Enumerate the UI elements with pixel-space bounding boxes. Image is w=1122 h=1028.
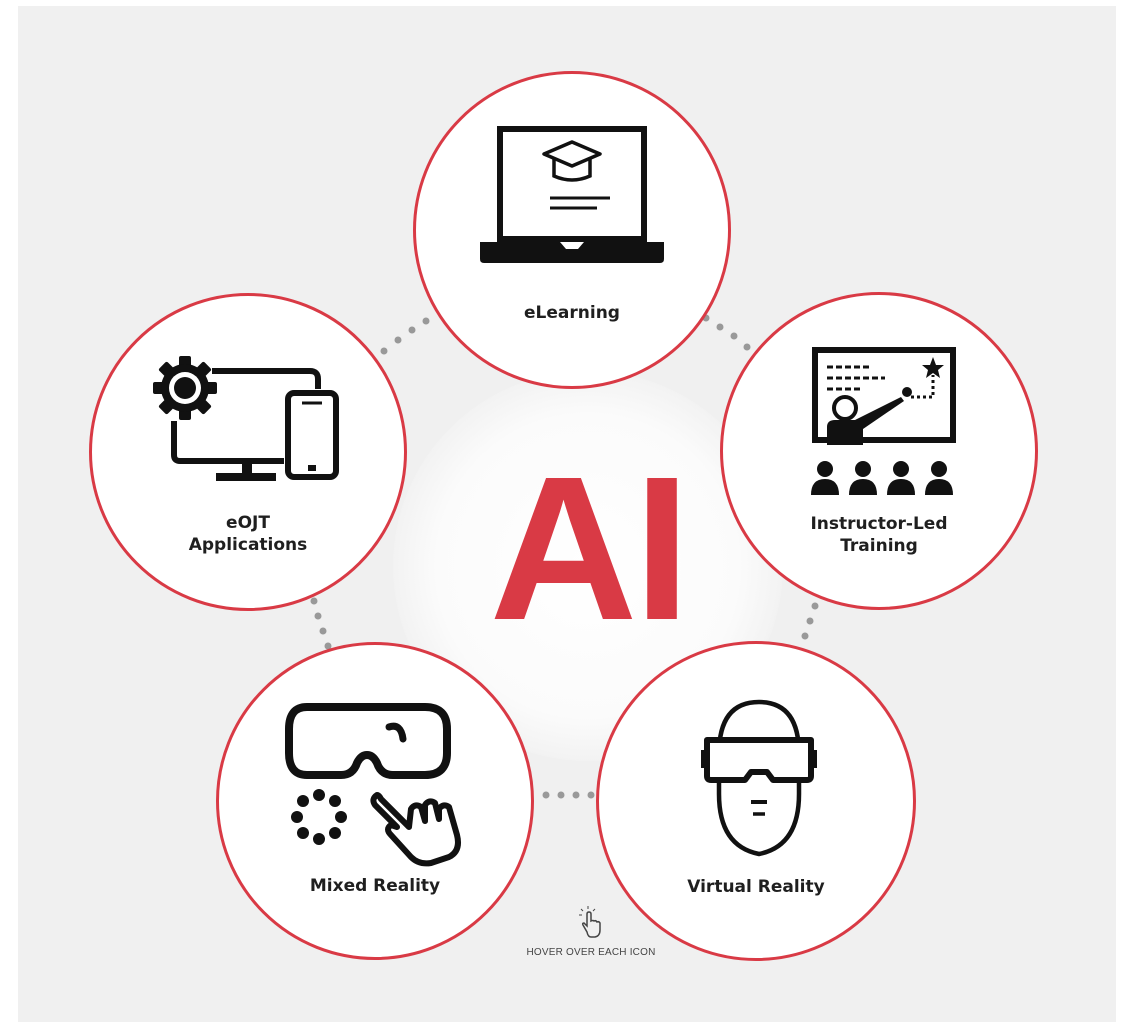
node-instructor-led-training[interactable]: Instructor-Led Training: [720, 292, 1038, 610]
hover-hint: HOVER OVER EACH ICON: [466, 906, 716, 958]
node-label: eLearning: [524, 303, 620, 323]
node-elearning[interactable]: eLearning: [413, 71, 731, 389]
node-eojt-applications[interactable]: eOJT Applications: [89, 293, 407, 611]
node-label: Instructor-Led Training: [810, 514, 948, 556]
node-label: eOJT Applications: [188, 513, 308, 555]
mixed-reality-goggles-hand-icon: [285, 703, 461, 867]
center-title: AI: [489, 434, 691, 663]
node-mixed-reality[interactable]: Mixed Reality: [216, 642, 534, 960]
pointer-hand-icon: [579, 906, 601, 938]
connector-dots: [310, 314, 819, 799]
instructor-presentation-icon: [811, 347, 956, 495]
vr-headset-person-icon: [701, 699, 817, 857]
node-label: Virtual Reality: [687, 877, 825, 897]
laptop-graduation-cap-icon: [480, 126, 664, 263]
devices-gear-icon: [153, 356, 339, 481]
diagram-canvas: AI eLearning: [18, 6, 1116, 1022]
node-label: Mixed Reality: [309, 876, 441, 896]
hover-hint-text: HOVER OVER EACH ICON: [526, 947, 656, 958]
node-virtual-reality[interactable]: Virtual Reality: [596, 641, 916, 961]
